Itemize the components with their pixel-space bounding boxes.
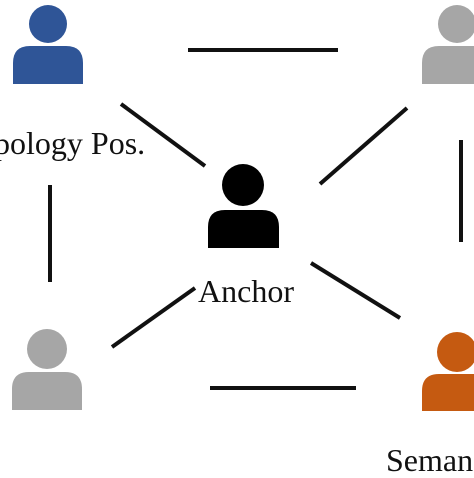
anchor-label: Anchor <box>198 273 294 309</box>
person-icon-top-right <box>422 5 474 84</box>
semantic-positive-label: Seman <box>386 442 474 478</box>
edges <box>48 48 463 390</box>
person-icon-semantic-positive <box>422 332 474 411</box>
edge-anchor-bottomleft <box>110 286 197 349</box>
person-icon-bottom-left <box>12 329 82 410</box>
person-icon-anchor <box>208 164 279 248</box>
topology-positive-label: pology Pos. <box>0 125 146 161</box>
person-icon-topology-positive <box>13 5 83 84</box>
edge-anchor-bottomright <box>309 261 402 320</box>
edge-anchor-topright <box>318 106 409 186</box>
edge-anchor-topleft <box>119 102 207 168</box>
